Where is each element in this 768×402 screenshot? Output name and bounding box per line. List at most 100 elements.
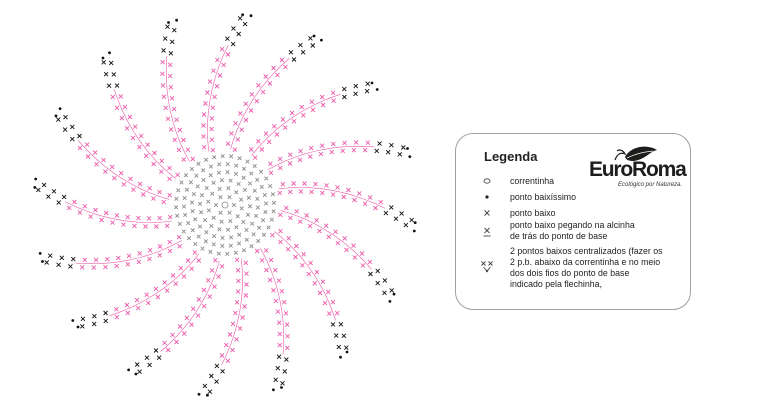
arm-stitch [151,196,156,201]
arm-stitch [279,288,285,294]
arm-stitch [367,195,373,200]
arm-stitch [308,260,313,266]
center-stitch [195,184,200,189]
center-stitch [219,178,225,183]
arm-end-stitch [308,35,313,41]
arm-end-stitch [55,117,61,122]
arm-stitch [254,98,260,104]
arm-stitch [201,287,207,293]
arm-end-stitch [171,27,177,33]
arm-stitch [307,154,313,159]
arm-stitch [212,257,218,263]
arm-stitch [219,263,225,269]
arm-end-stitch [80,316,86,322]
arm-stitch [304,213,310,218]
arm-stitch [82,203,88,209]
center-stitch [250,221,255,226]
arm-end-stitch [364,88,370,94]
center-stitch [190,228,195,233]
arm-stitch [322,300,328,306]
center-stitch [245,159,250,164]
center-stitch [220,153,225,159]
arm-stitch [297,219,303,225]
arm-spine [160,260,220,352]
arm-stitch [160,59,166,65]
arm-end-stitch [310,43,316,48]
arm-stitch [181,157,187,162]
arm-stitch [79,264,85,270]
arm-stitch [167,62,173,68]
arm-stitch [344,247,349,253]
center-stitch [235,214,240,219]
arm-stitch [110,94,116,100]
center-stitch [255,205,261,210]
arm-slip-stitch [197,392,201,396]
arm-end-stitch [330,322,336,327]
arm-end-stitch [207,389,213,395]
arm-stitch [151,161,156,167]
arm-stitch [248,147,254,152]
legend-line: dos dois fios do ponto de base [510,268,630,278]
arm-stitch [157,252,163,258]
arm-stitch [84,142,90,147]
arm-stitch [167,192,173,198]
arm-end-stitch [147,362,152,368]
arm-stitch [283,310,289,316]
center-stitch [241,248,247,253]
arm-stitch [147,185,153,191]
arm-stitch [219,353,225,358]
center-stitch [204,230,209,235]
arm-stitch [288,215,293,221]
arm-stitch [158,169,164,175]
center-stitch [270,192,275,197]
arm-stitch [237,326,243,331]
arm-stitch [136,215,141,221]
arm-stitch [152,150,157,156]
arm-stitch [165,116,171,122]
arm-stitch [154,224,159,229]
arm-stitch [161,94,167,100]
arm-stitch [217,73,223,78]
legend-title: Legenda [484,149,538,164]
arm-stitch [181,274,187,279]
center-stitch [199,193,205,198]
back-loop-cross-icon [483,227,491,237]
legend-box: Legenda EuroRoma Ecológico por Natureza.… [455,133,691,310]
arm-end-stitch [341,333,347,339]
arm-stitch [94,161,99,167]
arm-stitch [147,256,152,262]
legend-line: indicado pela flechinha, [510,279,602,289]
arm-stitch [221,62,227,68]
arm-stitch [320,102,326,108]
arm-stitch [313,181,318,187]
arm-stitch [285,246,291,252]
arm-stitch [114,263,120,269]
arm-stitch [326,234,332,240]
arm-end-stitch [103,310,108,316]
center-stitch [174,196,179,201]
arm-stitch [167,176,172,182]
center-stitch [227,195,232,200]
arm-end-stitch [377,141,382,146]
arm-slip-stitch [34,177,38,181]
arm-stitch [227,332,233,337]
arm-stitch [161,199,167,205]
chain-stitch-icon [483,178,491,184]
arm-stitch [323,223,329,229]
arm-stitch [189,266,195,272]
arm-end-stitch [353,91,358,97]
arm-stitch [243,101,249,107]
center-stitch [225,227,231,232]
arm-spine [274,231,336,321]
arm-stitch [275,72,280,78]
arm-stitch [185,258,191,263]
arm-stitch [277,212,283,218]
arm-stitch [99,217,104,223]
arm-stitch [325,289,331,295]
arm-stitch [239,127,245,133]
arm-stitch [144,292,150,298]
arm-end-stitch [280,380,285,386]
arm-stitch [263,74,269,79]
arm-stitch [268,170,274,176]
center-stitch [212,155,217,160]
